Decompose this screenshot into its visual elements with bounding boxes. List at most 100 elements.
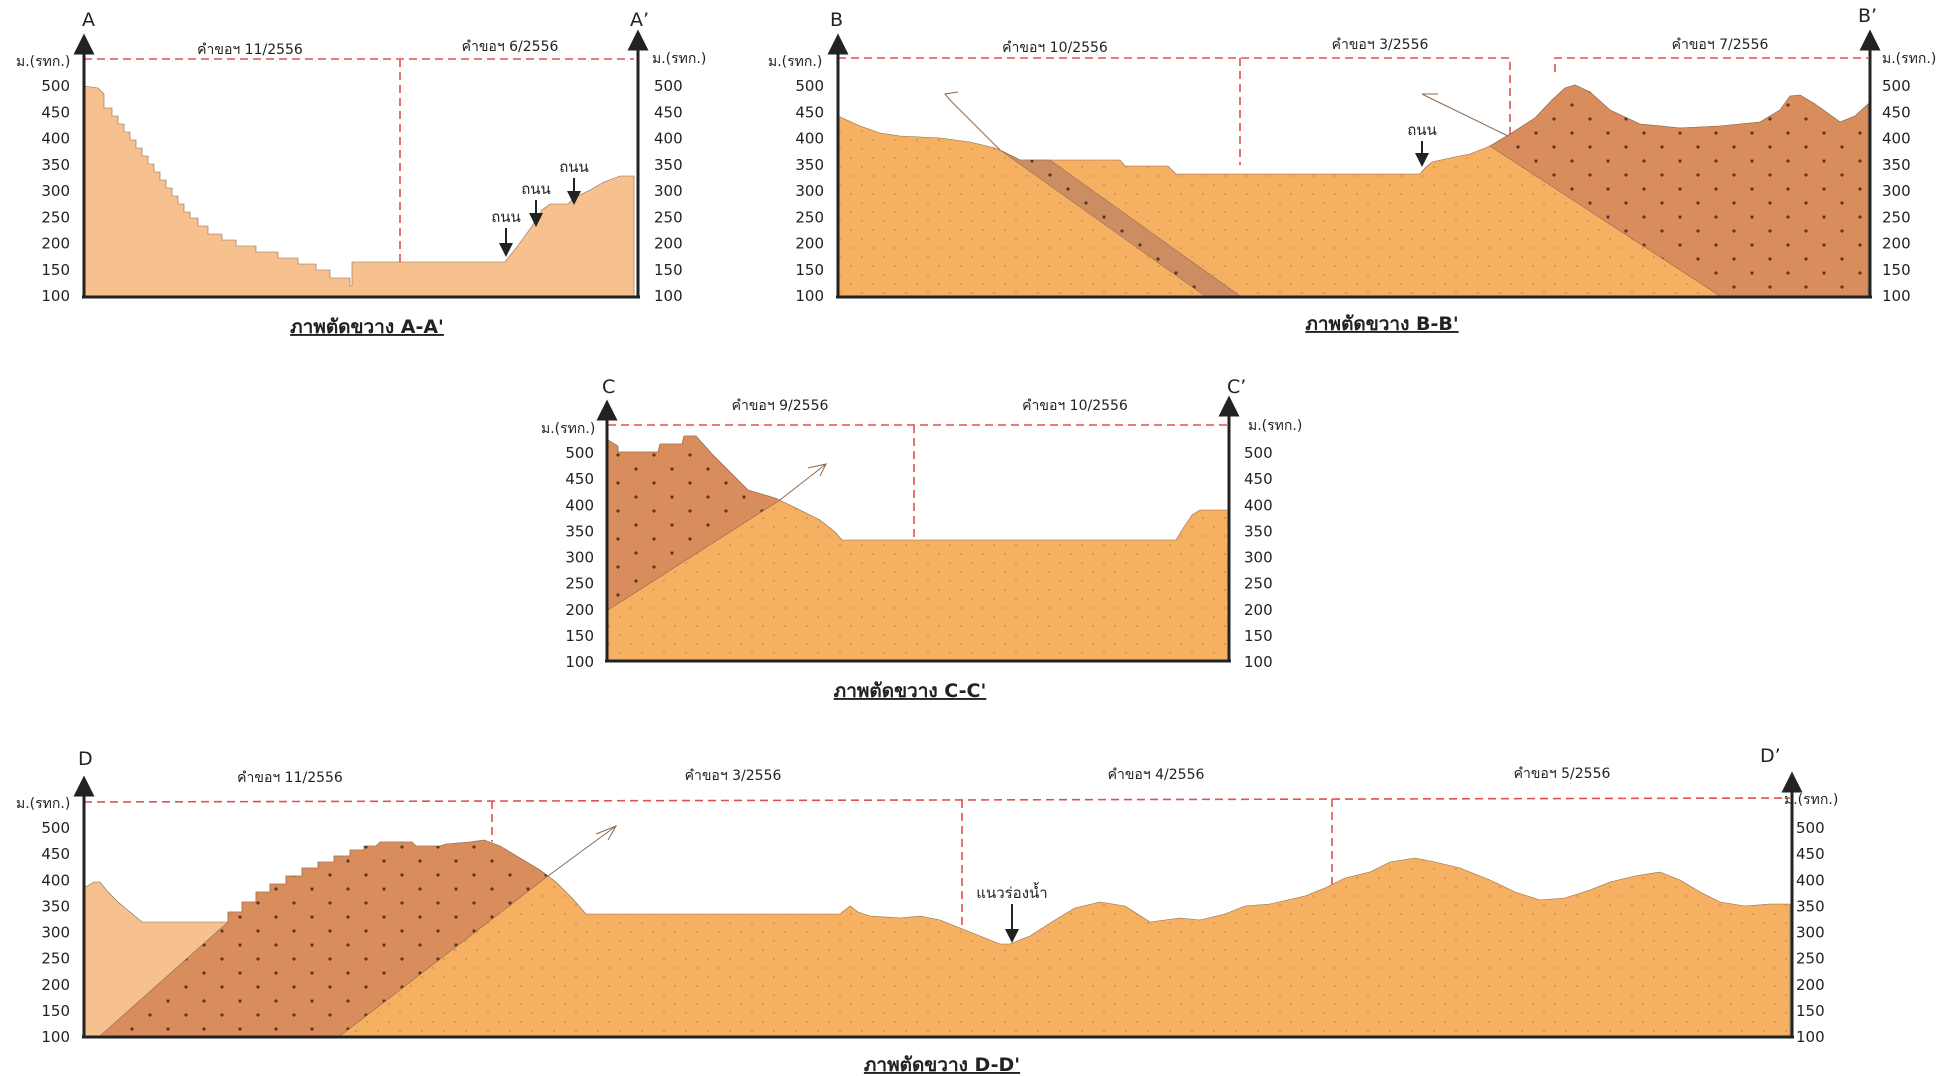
section-c-right-tick: 500 [1244,444,1273,462]
section-b-segment-2-label: คำขอฯ 3/2556 [1332,37,1429,53]
section-c-right-tick: 200 [1244,601,1273,619]
section-c-segment-1-label: คำขอฯ 9/2556 [732,398,829,414]
section-d-right-tick: 150 [1796,1002,1825,1020]
section-b-right-tick: 350 [1882,156,1911,174]
section-a-end-label: A’ [630,9,649,31]
section-d-rock-dots [100,840,548,1036]
section-a-segment-1-label: คำขอฯ 11/2556 [197,42,303,58]
section-b-left-unit: ม.(รทก.) [768,54,822,70]
section-b-left-tick: 250 [795,208,824,226]
section-a-right-tick: 500 [654,77,683,95]
section-b-boundary-line-1 [838,57,1511,136]
section-d-right-tick: 200 [1796,976,1825,994]
section-c-right-tick: 150 [1244,627,1273,645]
section-c-left-tick: 350 [565,522,594,540]
section-b-right-tick: 500 [1882,77,1911,95]
section-c-start-label: C [602,376,615,398]
section-d-left-tick: 200 [41,976,70,994]
section-b-right-tick: 450 [1882,103,1911,121]
section-a-start-label: A [82,9,95,31]
section-a-caption: ภาพตัดขวาง A-A' [290,316,444,338]
section-c-rock-dots [608,436,780,610]
section-c-left-tick: 500 [565,444,594,462]
section-d-left-tick: 150 [41,1002,70,1020]
section-a-right-tick: 300 [654,182,683,200]
section-c-left-tick: 100 [565,653,594,671]
section-c-right-tick: 300 [1244,549,1273,567]
section-b-right-unit: ม.(รทก.) [1882,51,1936,67]
section-a-right-tick: 400 [654,130,683,148]
section-a-left-tick: 400 [41,130,70,148]
section-a-left-tick: 300 [41,182,70,200]
section-b-segment-1-label: คำขอฯ 10/2556 [1002,40,1108,56]
section-b-left-tick: 100 [795,287,824,305]
section-d-boundary-line [83,797,1791,803]
section-a-a: A A’ ม.(รทก.) ม.(รทก.) คำขอฯ 11/2556 คำข… [16,9,706,338]
section-b-left-tick: 150 [795,261,824,279]
section-c-dip-line [779,463,827,501]
axis-tick-labels: 500 500 450 450 400 400 350 350 300 300 250 250 200 2… [41,77,1910,1046]
section-c-left-tick: 450 [565,470,594,488]
section-b-left-tick: 450 [795,103,824,121]
section-d-end-label: D’ [1760,745,1781,767]
section-d-right-tick: 400 [1796,871,1825,889]
section-d-right-tick: 350 [1796,897,1825,915]
section-b-dip-line-2 [1421,93,1509,137]
section-a-road-label-1: ถนน [491,208,521,226]
section-a-right-tick: 450 [654,103,683,121]
section-b-dip-line-1 [944,91,1001,151]
section-d-right-tick: 300 [1796,924,1825,942]
section-c-left-tick: 300 [565,549,594,567]
section-c-segment-2-label: คำขอฯ 10/2556 [1022,398,1128,414]
section-a-right-tick: 200 [654,235,683,253]
section-d-segment-3-label: คำขอฯ 4/2556 [1108,767,1205,783]
section-c-left-tick: 200 [565,601,594,619]
section-c-left-tick: 400 [565,496,594,514]
section-b-right-tick: 150 [1882,261,1911,279]
section-a-left-tick: 100 [41,287,70,305]
section-d-left-tick: 100 [41,1028,70,1046]
section-b-right-tick: 400 [1882,130,1911,148]
section-b-left-tick: 200 [795,235,824,253]
section-b-road-label: ถนน [1407,121,1437,139]
section-b-end-label: B’ [1858,5,1877,27]
section-c-right-tick: 400 [1244,496,1273,514]
section-a-left-tick: 450 [41,103,70,121]
section-c-left-tick: 150 [565,627,594,645]
section-c-right-tick: 250 [1244,575,1273,593]
section-b-b: B B’ ม.(รทก.) ม.(รทก.) คำขอฯ 10/2556 คำข… [768,5,1936,335]
section-c-right-tick: 100 [1244,653,1273,671]
section-c-right-tick: 450 [1244,470,1273,488]
section-a-left-tick: 250 [41,208,70,226]
section-d-stream-label: แนวร่องน้ำ [976,882,1047,902]
section-b-right-tick: 100 [1882,287,1911,305]
section-a-left-tick: 500 [41,77,70,95]
section-b-right-tick: 300 [1882,182,1911,200]
section-a-left-unit: ม.(รทก.) [16,54,70,70]
section-c-right-unit: ม.(รทก.) [1248,418,1302,434]
section-a-segment-2-label: คำขอฯ 6/2556 [462,39,559,55]
section-d-dip-line [547,825,618,877]
section-b-left-tick: 300 [795,182,824,200]
section-a-road-label-3: ถนน [559,158,589,176]
section-d-right-tick: 500 [1796,819,1825,837]
section-b-right-tick: 200 [1882,235,1911,253]
section-d-right-tick: 450 [1796,845,1825,863]
section-d-left-tick: 300 [41,924,70,942]
section-d-d: D D’ ม.(รทก.) ม.(รทก.) คำขอฯ 11/2556 คำข… [16,745,1838,1076]
section-b-caption: ภาพตัดขวาง B-B' [1305,313,1458,335]
section-c-right-tick: 350 [1244,522,1273,540]
section-d-left-tick: 400 [41,871,70,889]
section-d-start-label: D [78,748,93,770]
section-d-caption: ภาพตัดขวาง D-D' [864,1054,1020,1076]
section-d-right-tick: 100 [1796,1028,1825,1046]
section-b-rock-dots [1490,85,1868,296]
section-d-segment-4-label: คำขอฯ 5/2556 [1514,766,1611,782]
section-c-left-tick: 250 [565,575,594,593]
section-a-left-tick: 150 [41,261,70,279]
section-c-end-label: C’ [1227,376,1246,398]
section-b-boundary-line-2 [1554,57,1868,72]
section-b-left-tick: 400 [795,130,824,148]
section-d-left-tick: 250 [41,950,70,968]
